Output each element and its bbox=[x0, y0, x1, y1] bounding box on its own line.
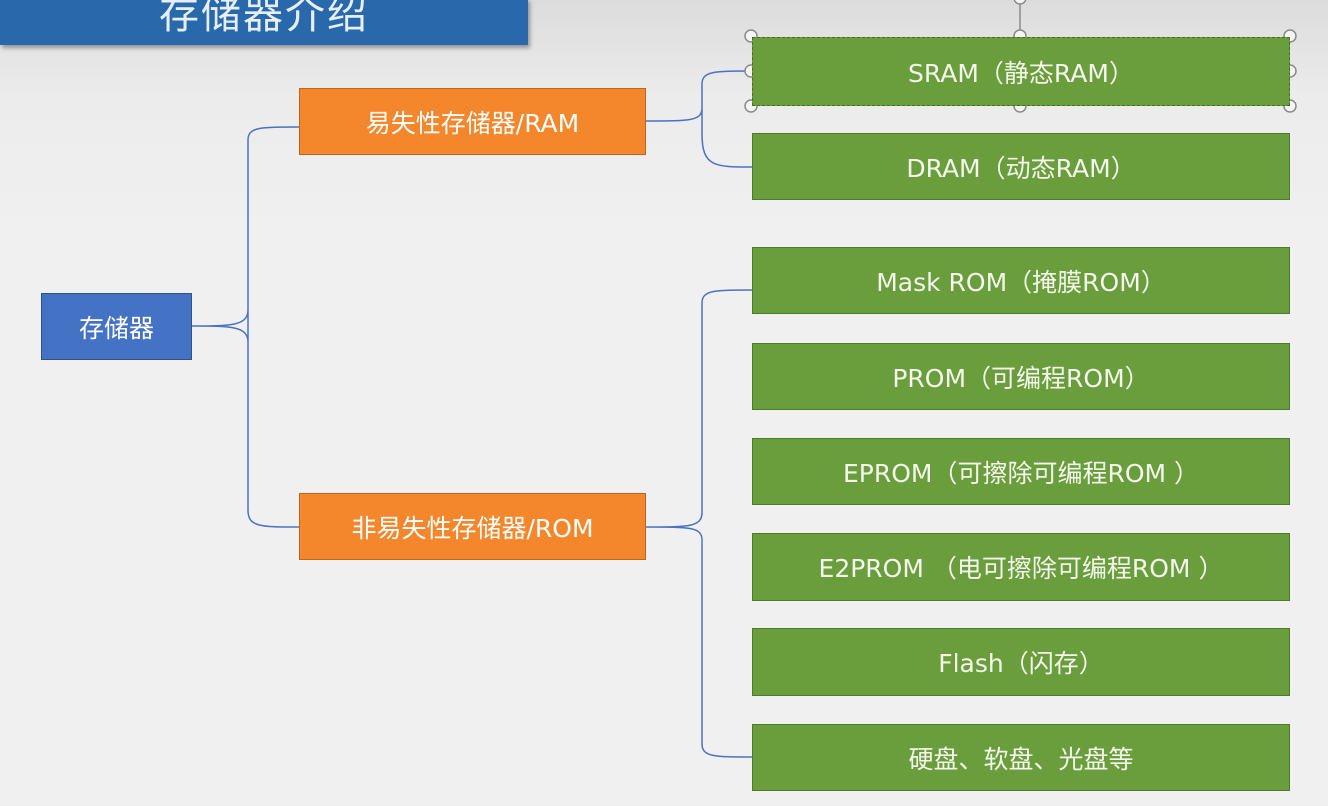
leaf-dram[interactable]: DRAM（动态RAM） bbox=[752, 133, 1290, 200]
root-node[interactable]: 存储器 bbox=[41, 293, 192, 360]
connector-rom bbox=[645, 289, 753, 758]
branch-ram[interactable]: 易失性存储器/RAM bbox=[299, 88, 646, 155]
leaf-flash[interactable]: Flash（闪存） bbox=[752, 628, 1290, 696]
leaf-e2prom[interactable]: E2PROM （电可擦除可编程ROM ） bbox=[752, 533, 1290, 601]
connector-root bbox=[191, 126, 300, 528]
leaf-disks[interactable]: 硬盘、软盘、光盘等 bbox=[752, 724, 1290, 791]
leaf-prom[interactable]: PROM（可编程ROM） bbox=[752, 343, 1290, 410]
leaf-mask-rom[interactable]: Mask ROM（掩膜ROM） bbox=[752, 247, 1290, 314]
slide-title-bar: 存储器介绍 bbox=[0, 0, 528, 45]
branch-rom[interactable]: 非易失性存储器/ROM bbox=[299, 493, 646, 560]
slide-title: 存储器介绍 bbox=[159, 0, 369, 38]
connector-ram bbox=[645, 70, 753, 168]
leaf-eprom[interactable]: EPROM（可擦除可编程ROM ） bbox=[752, 438, 1290, 505]
leaf-sram[interactable]: SRAM（静态RAM） bbox=[752, 37, 1290, 106]
